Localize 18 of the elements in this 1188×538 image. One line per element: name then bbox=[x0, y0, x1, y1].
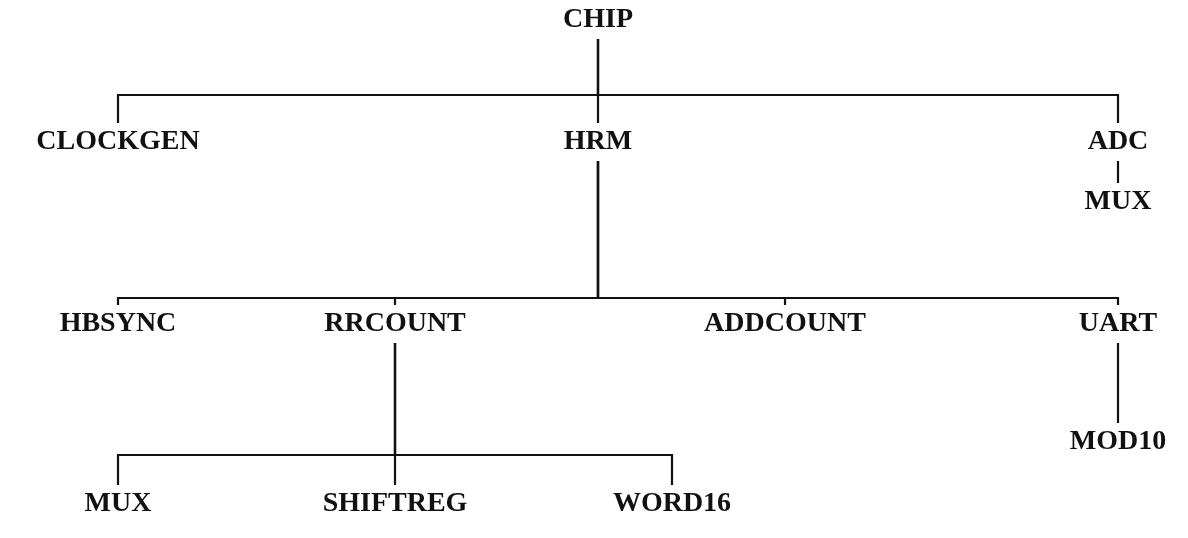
module-name: RRCOUNT bbox=[324, 307, 466, 337]
connector-line bbox=[596, 161, 1120, 305]
module-name: CLOCKGEN bbox=[36, 125, 200, 155]
module-name: ADDCOUNT bbox=[704, 307, 866, 337]
module-name: WORD16 bbox=[612, 487, 732, 517]
module-name: CHIP bbox=[563, 3, 633, 33]
module-name: MUX bbox=[84, 487, 152, 517]
module-name: HBSYNC bbox=[59, 307, 177, 337]
module-name: SHIFTREG bbox=[322, 487, 468, 517]
connector-line bbox=[1116, 161, 1120, 183]
module-name: MOD10 bbox=[1069, 425, 1167, 455]
connector-line bbox=[1116, 343, 1120, 423]
module-name: UART bbox=[1078, 307, 1158, 337]
module-name: MUX bbox=[1084, 185, 1152, 215]
connector-line bbox=[393, 343, 674, 485]
module-name: HRM bbox=[563, 125, 633, 155]
connector-line bbox=[596, 39, 1120, 123]
module-name: ADC bbox=[1087, 125, 1149, 155]
